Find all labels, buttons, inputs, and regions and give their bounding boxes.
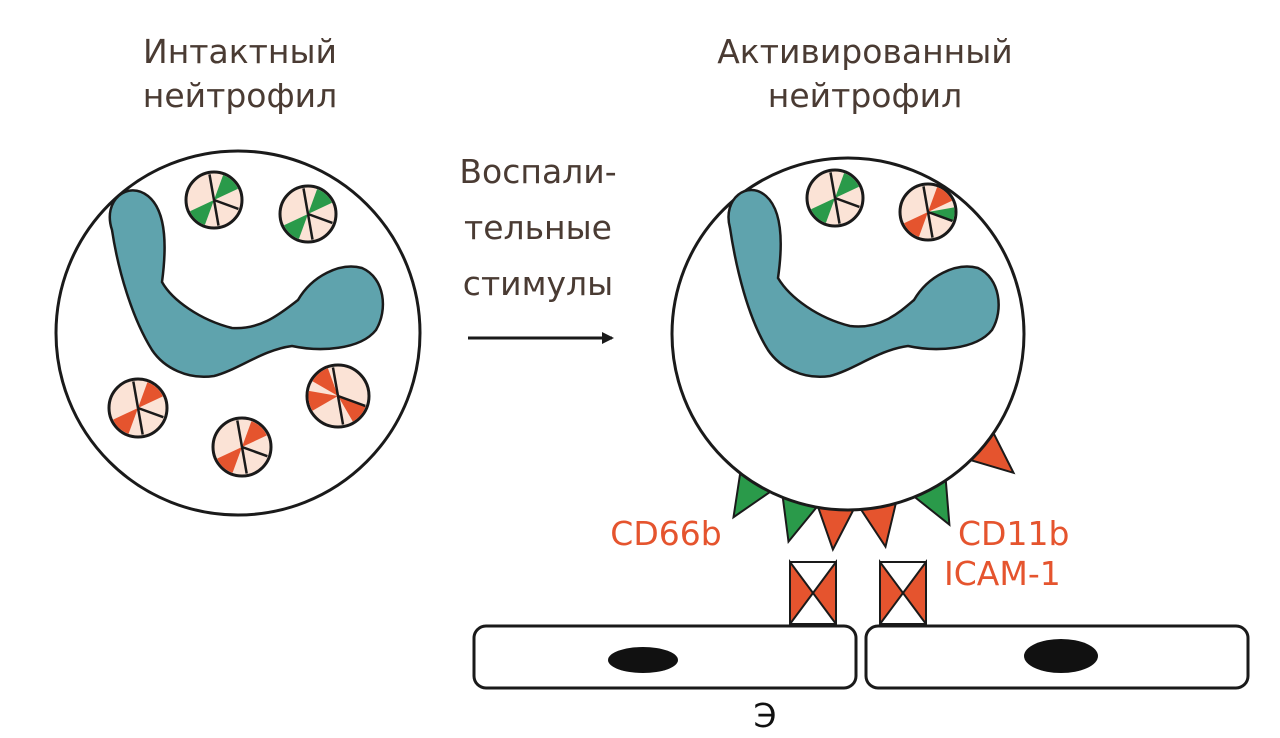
cd66b-label: CD66b	[610, 514, 722, 553]
endothelial-nucleus-left	[608, 647, 678, 673]
icam1-half	[879, 558, 905, 628]
icam1-half	[789, 558, 815, 628]
endothelium-label-partial: Э	[753, 696, 777, 735]
activated-neutrophil-label: Активированный нейтрофил	[680, 30, 1050, 118]
icam1-frame	[879, 561, 927, 625]
orange-marker-wedge	[113, 408, 138, 434]
granule-divider	[236, 420, 244, 448]
granule-divider	[213, 198, 239, 211]
stimulus-label-line2: тельные	[463, 208, 612, 247]
activated-granule	[898, 182, 958, 242]
green-marker-wedge	[214, 175, 238, 200]
granule-divider	[241, 445, 268, 458]
green-marker-wedge	[284, 214, 308, 239]
granule-divider	[136, 407, 144, 435]
granule-divider	[927, 210, 953, 223]
icam1-molecule	[789, 558, 837, 628]
orange-marker-wedge	[242, 421, 267, 447]
intact-label-line2: нейтрофил	[142, 76, 338, 115]
granule-divider	[132, 381, 140, 409]
granule-divider	[302, 188, 310, 215]
granule-divider	[829, 172, 837, 199]
surface-receptors	[732, 427, 1016, 553]
green-marker-wedge	[811, 198, 835, 223]
icam1-frame	[789, 561, 837, 625]
granule-divider	[926, 211, 934, 238]
diagram-canvas	[54, 149, 1250, 690]
green-marker-wedge	[190, 200, 214, 225]
icam1-adhesion	[789, 558, 927, 628]
granule-divider	[212, 199, 220, 226]
intact-nucleus	[108, 189, 385, 379]
diagram: Интактный нейтрофил Активированный нейтр…	[54, 30, 1250, 735]
granule-divider	[137, 406, 164, 419]
icam1-label: ICAM-1	[944, 554, 1061, 593]
icam1-half	[901, 558, 927, 628]
granule-divider	[208, 174, 216, 201]
orange-marker-wedge	[338, 396, 366, 422]
granule-divider	[834, 196, 860, 209]
endothelium	[472, 624, 1250, 690]
intact-granule	[107, 377, 169, 439]
orange-marker-wedge	[138, 382, 163, 408]
granule-divider	[833, 197, 841, 224]
cd11b-label: CD11b	[958, 514, 1070, 553]
granule-divider	[922, 186, 930, 213]
stimulus-label-line1: Воспали-	[459, 152, 617, 191]
orange-marker-wedge	[308, 390, 338, 411]
granule-divider	[306, 213, 314, 240]
activated-label-line2: нейтрофил	[767, 76, 963, 115]
activated-neutrophil	[670, 156, 1026, 553]
stimulus-label-line3: стимулы	[462, 264, 614, 303]
stimulus-label: Воспали- тельные стимулы	[438, 144, 638, 312]
granule-divider	[240, 446, 248, 474]
intact-granule	[305, 363, 371, 429]
icam1-half	[811, 558, 837, 628]
activated-nucleus	[727, 188, 1000, 379]
intact-granule	[184, 170, 244, 230]
green-marker-wedge	[928, 207, 955, 222]
granule-divider	[331, 367, 340, 397]
activated-label-line1: Активированный	[717, 32, 1013, 71]
intact-neutrophil	[54, 149, 422, 517]
green-marker-wedge	[835, 173, 859, 198]
orange-marker-wedge	[312, 368, 338, 396]
green-marker-wedge	[308, 189, 332, 214]
granule-divider	[337, 394, 366, 408]
granule-divider	[336, 395, 345, 425]
intact-granule	[211, 416, 273, 478]
activated-granule	[805, 168, 865, 228]
orange-marker-wedge	[217, 447, 242, 473]
intact-neutrophil-label: Интактный нейтрофил	[100, 30, 380, 118]
icam1-molecule	[879, 558, 927, 628]
intact-granule	[278, 184, 338, 244]
endothelial-nucleus-right	[1024, 639, 1098, 673]
orange-marker-wedge	[904, 212, 928, 237]
granule-divider	[307, 212, 333, 225]
intact-label-line1: Интактный	[143, 32, 337, 71]
orange-marker-wedge	[928, 187, 952, 212]
